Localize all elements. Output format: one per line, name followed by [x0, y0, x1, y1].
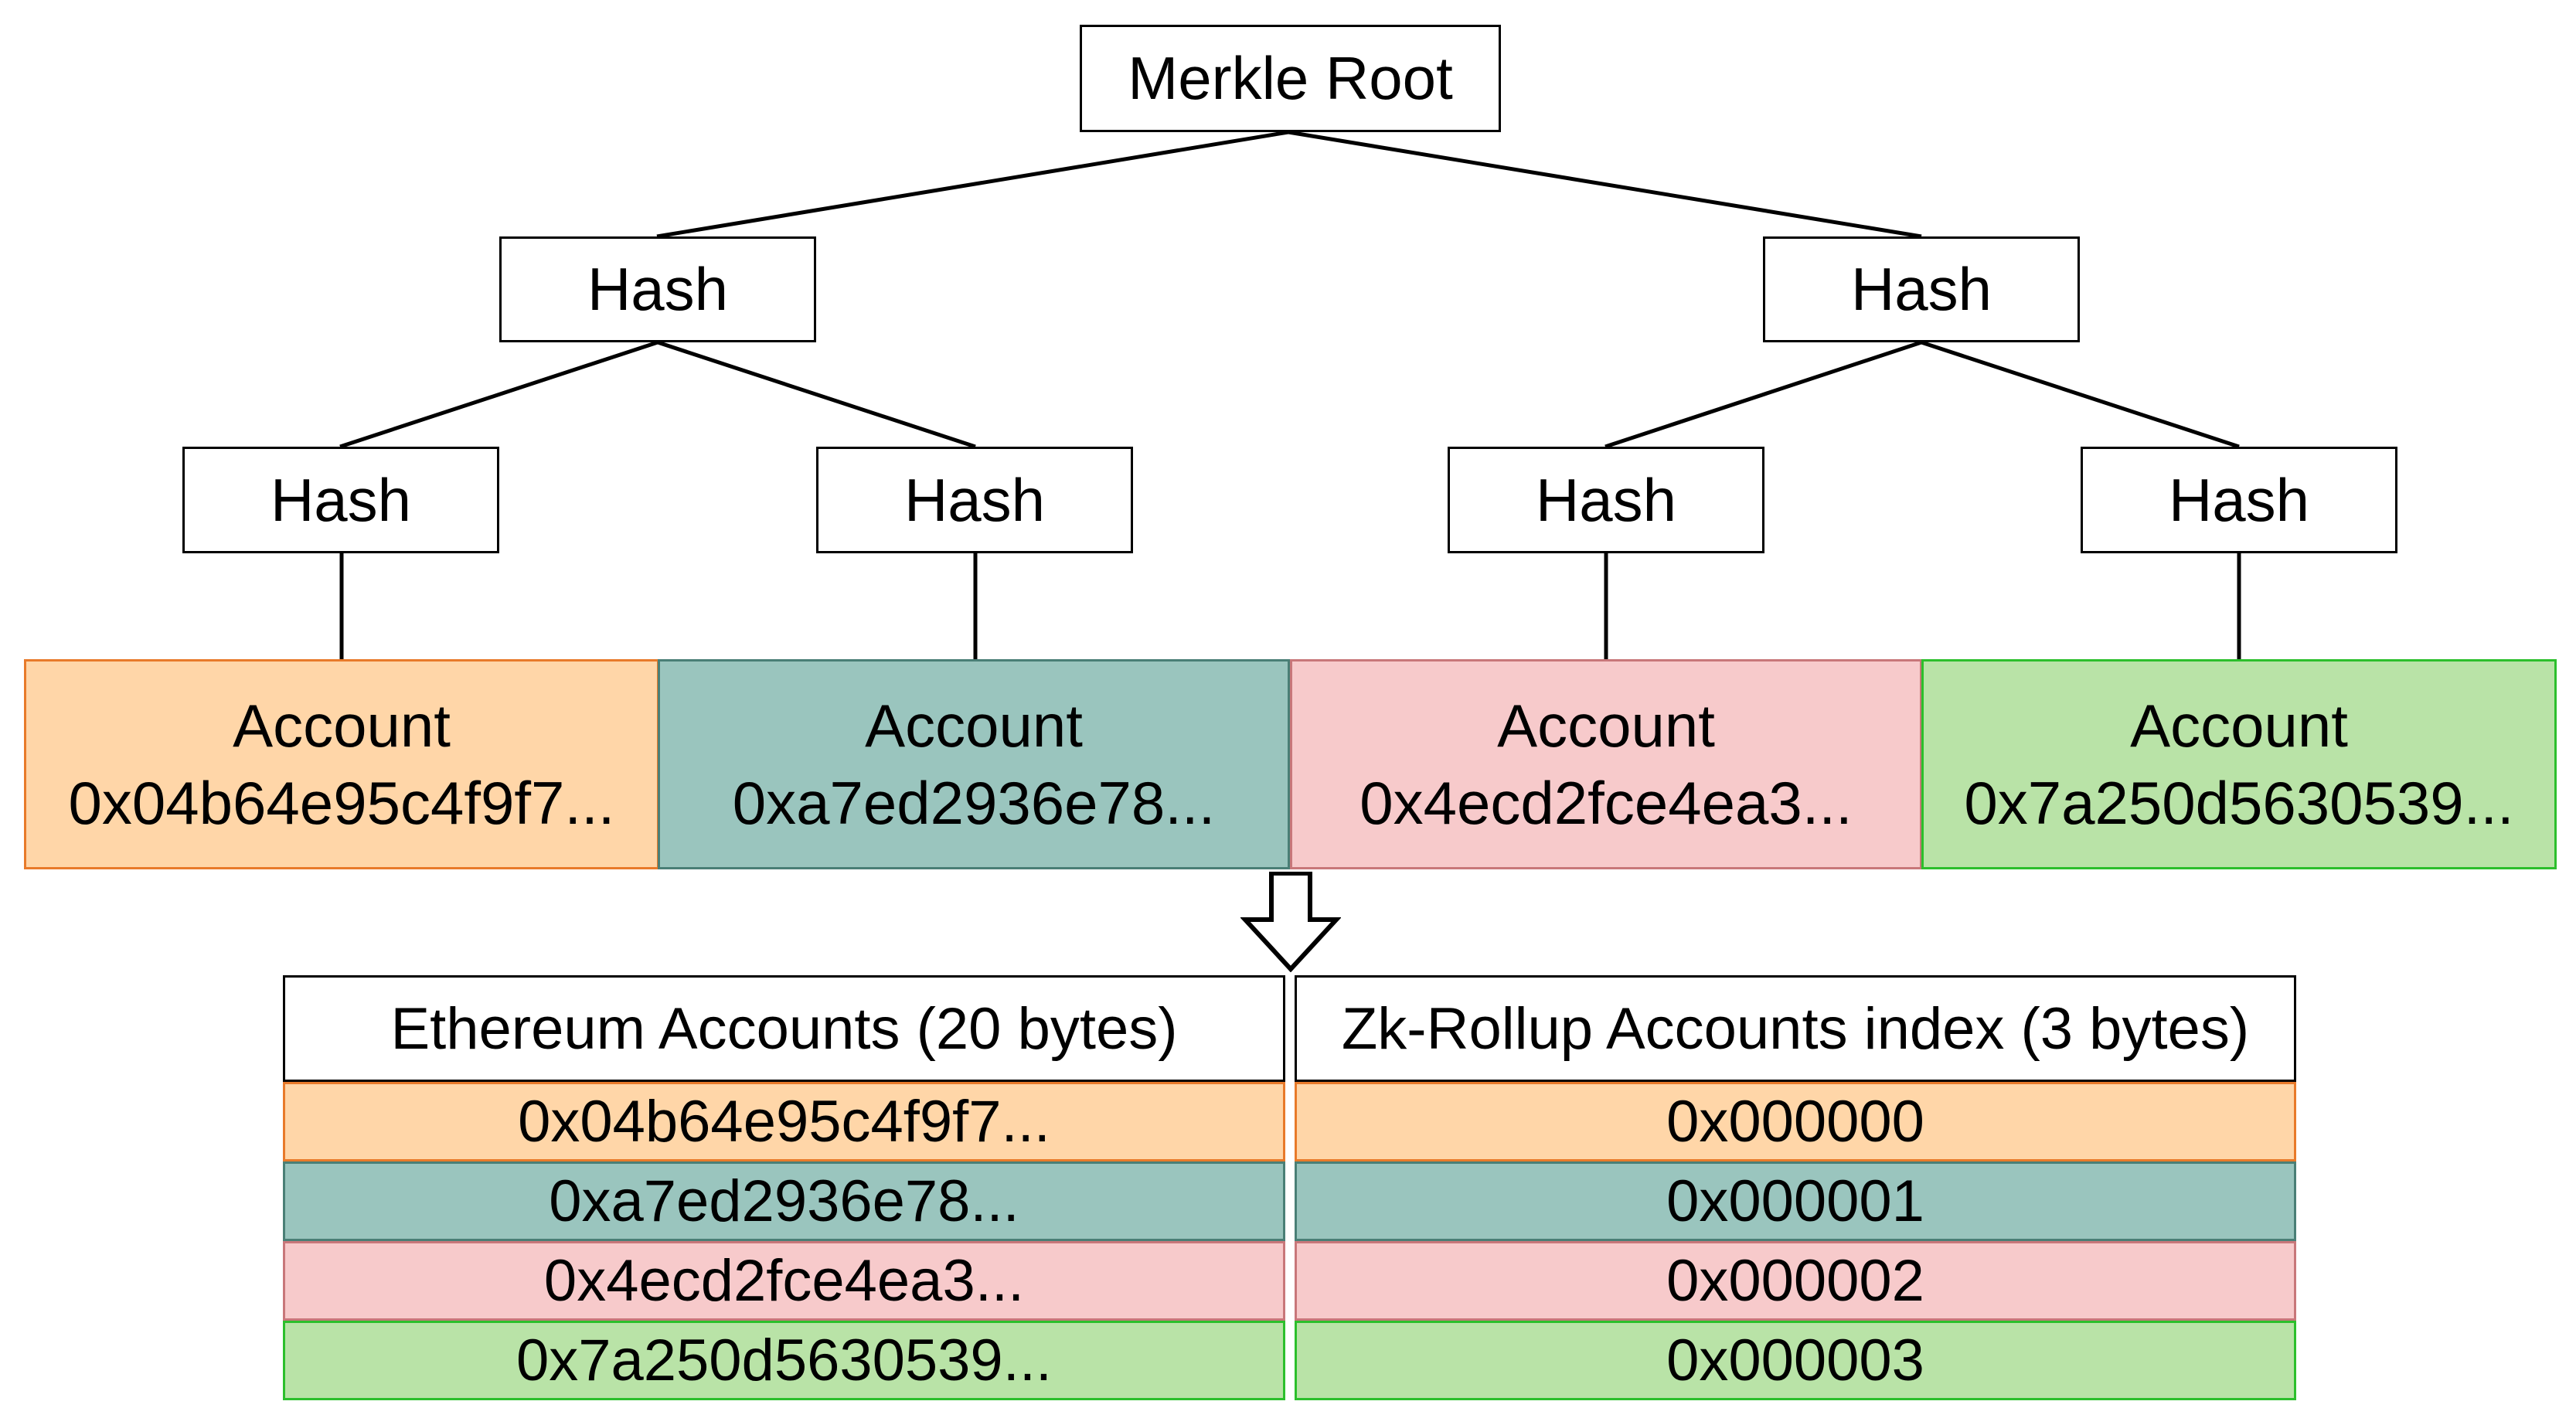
table-cell-index-1: 0x000000: [1295, 1082, 2296, 1161]
table-cell-ethereum-2: 0xa7ed2936e78...: [283, 1161, 1285, 1241]
hash-node-level2-4: Hash: [2081, 447, 2397, 553]
connector-l1right-a: [1604, 340, 1922, 449]
cell-value: 0x000002: [1666, 1248, 1924, 1314]
account-leaf-4: Account 0x7a250d5630539...: [1921, 659, 2557, 869]
merkle-root-node: Merkle Root: [1080, 25, 1501, 132]
account-label: Account: [1497, 692, 1715, 760]
table-header-ethereum: Ethereum Accounts (20 bytes): [283, 975, 1285, 1082]
account-label: Account: [865, 692, 1083, 760]
hash-label: Hash: [903, 465, 1046, 534]
cell-value: 0x000000: [1666, 1089, 1924, 1155]
merkle-root-label: Merkle Root: [1128, 44, 1453, 112]
hash-node-level2-2: Hash: [816, 447, 1133, 553]
connector-l1left-a: [339, 340, 658, 449]
cell-value: 0x04b64e95c4f9f7...: [518, 1089, 1050, 1155]
connector-l1left-b: [657, 340, 976, 449]
down-arrow-icon: [1240, 872, 1341, 972]
cell-value: 0xa7ed2936e78...: [549, 1168, 1019, 1234]
cell-value: 0x4ecd2fce4ea3...: [543, 1248, 1025, 1314]
hash-node-level2-1: Hash: [182, 447, 499, 553]
hash-label: Hash: [587, 255, 729, 323]
cell-value: 0x000001: [1666, 1168, 1924, 1234]
table-header-zkrollup: Zk-Rollup Accounts index (3 bytes): [1295, 975, 2296, 1082]
table-cell-ethereum-1: 0x04b64e95c4f9f7...: [283, 1082, 1285, 1161]
account-address: 0x4ecd2fce4ea3...: [1359, 769, 1853, 837]
account-address: 0x7a250d5630539...: [1964, 769, 2514, 837]
table-cell-index-3: 0x000002: [1295, 1241, 2296, 1321]
account-address: 0x04b64e95c4f9f7...: [68, 769, 615, 837]
header-label: Zk-Rollup Accounts index (3 bytes): [1341, 995, 2250, 1062]
hash-node-level2-3: Hash: [1448, 447, 1764, 553]
cell-value: 0x7a250d5630539...: [516, 1328, 1053, 1393]
account-address: 0xa7ed2936e78...: [732, 769, 1216, 837]
connector-root-right: [1288, 130, 1922, 239]
table-cell-ethereum-4: 0x7a250d5630539...: [283, 1321, 1285, 1400]
cell-value: 0x000003: [1666, 1328, 1924, 1393]
hash-label: Hash: [2168, 465, 2310, 534]
table-cell-ethereum-3: 0x4ecd2fce4ea3...: [283, 1241, 1285, 1321]
account-leaf-2: Account 0xa7ed2936e78...: [658, 659, 1290, 869]
hash-label: Hash: [1535, 465, 1677, 534]
account-leaf-3: Account 0x4ecd2fce4ea3...: [1290, 659, 1922, 869]
hash-node-level1-right: Hash: [1763, 236, 2080, 342]
account-label: Account: [233, 692, 451, 760]
hash-label: Hash: [270, 465, 412, 534]
header-label: Ethereum Accounts (20 bytes): [390, 995, 1178, 1062]
connector-l1right-b: [1921, 340, 2240, 449]
table-cell-index-4: 0x000003: [1295, 1321, 2296, 1400]
connector-root-left: [656, 130, 1289, 239]
table-cell-index-2: 0x000001: [1295, 1161, 2296, 1241]
account-label: Account: [2130, 692, 2348, 760]
account-leaf-1: Account 0x04b64e95c4f9f7...: [24, 659, 659, 869]
hash-label: Hash: [1850, 255, 1992, 323]
hash-node-level1-left: Hash: [499, 236, 816, 342]
